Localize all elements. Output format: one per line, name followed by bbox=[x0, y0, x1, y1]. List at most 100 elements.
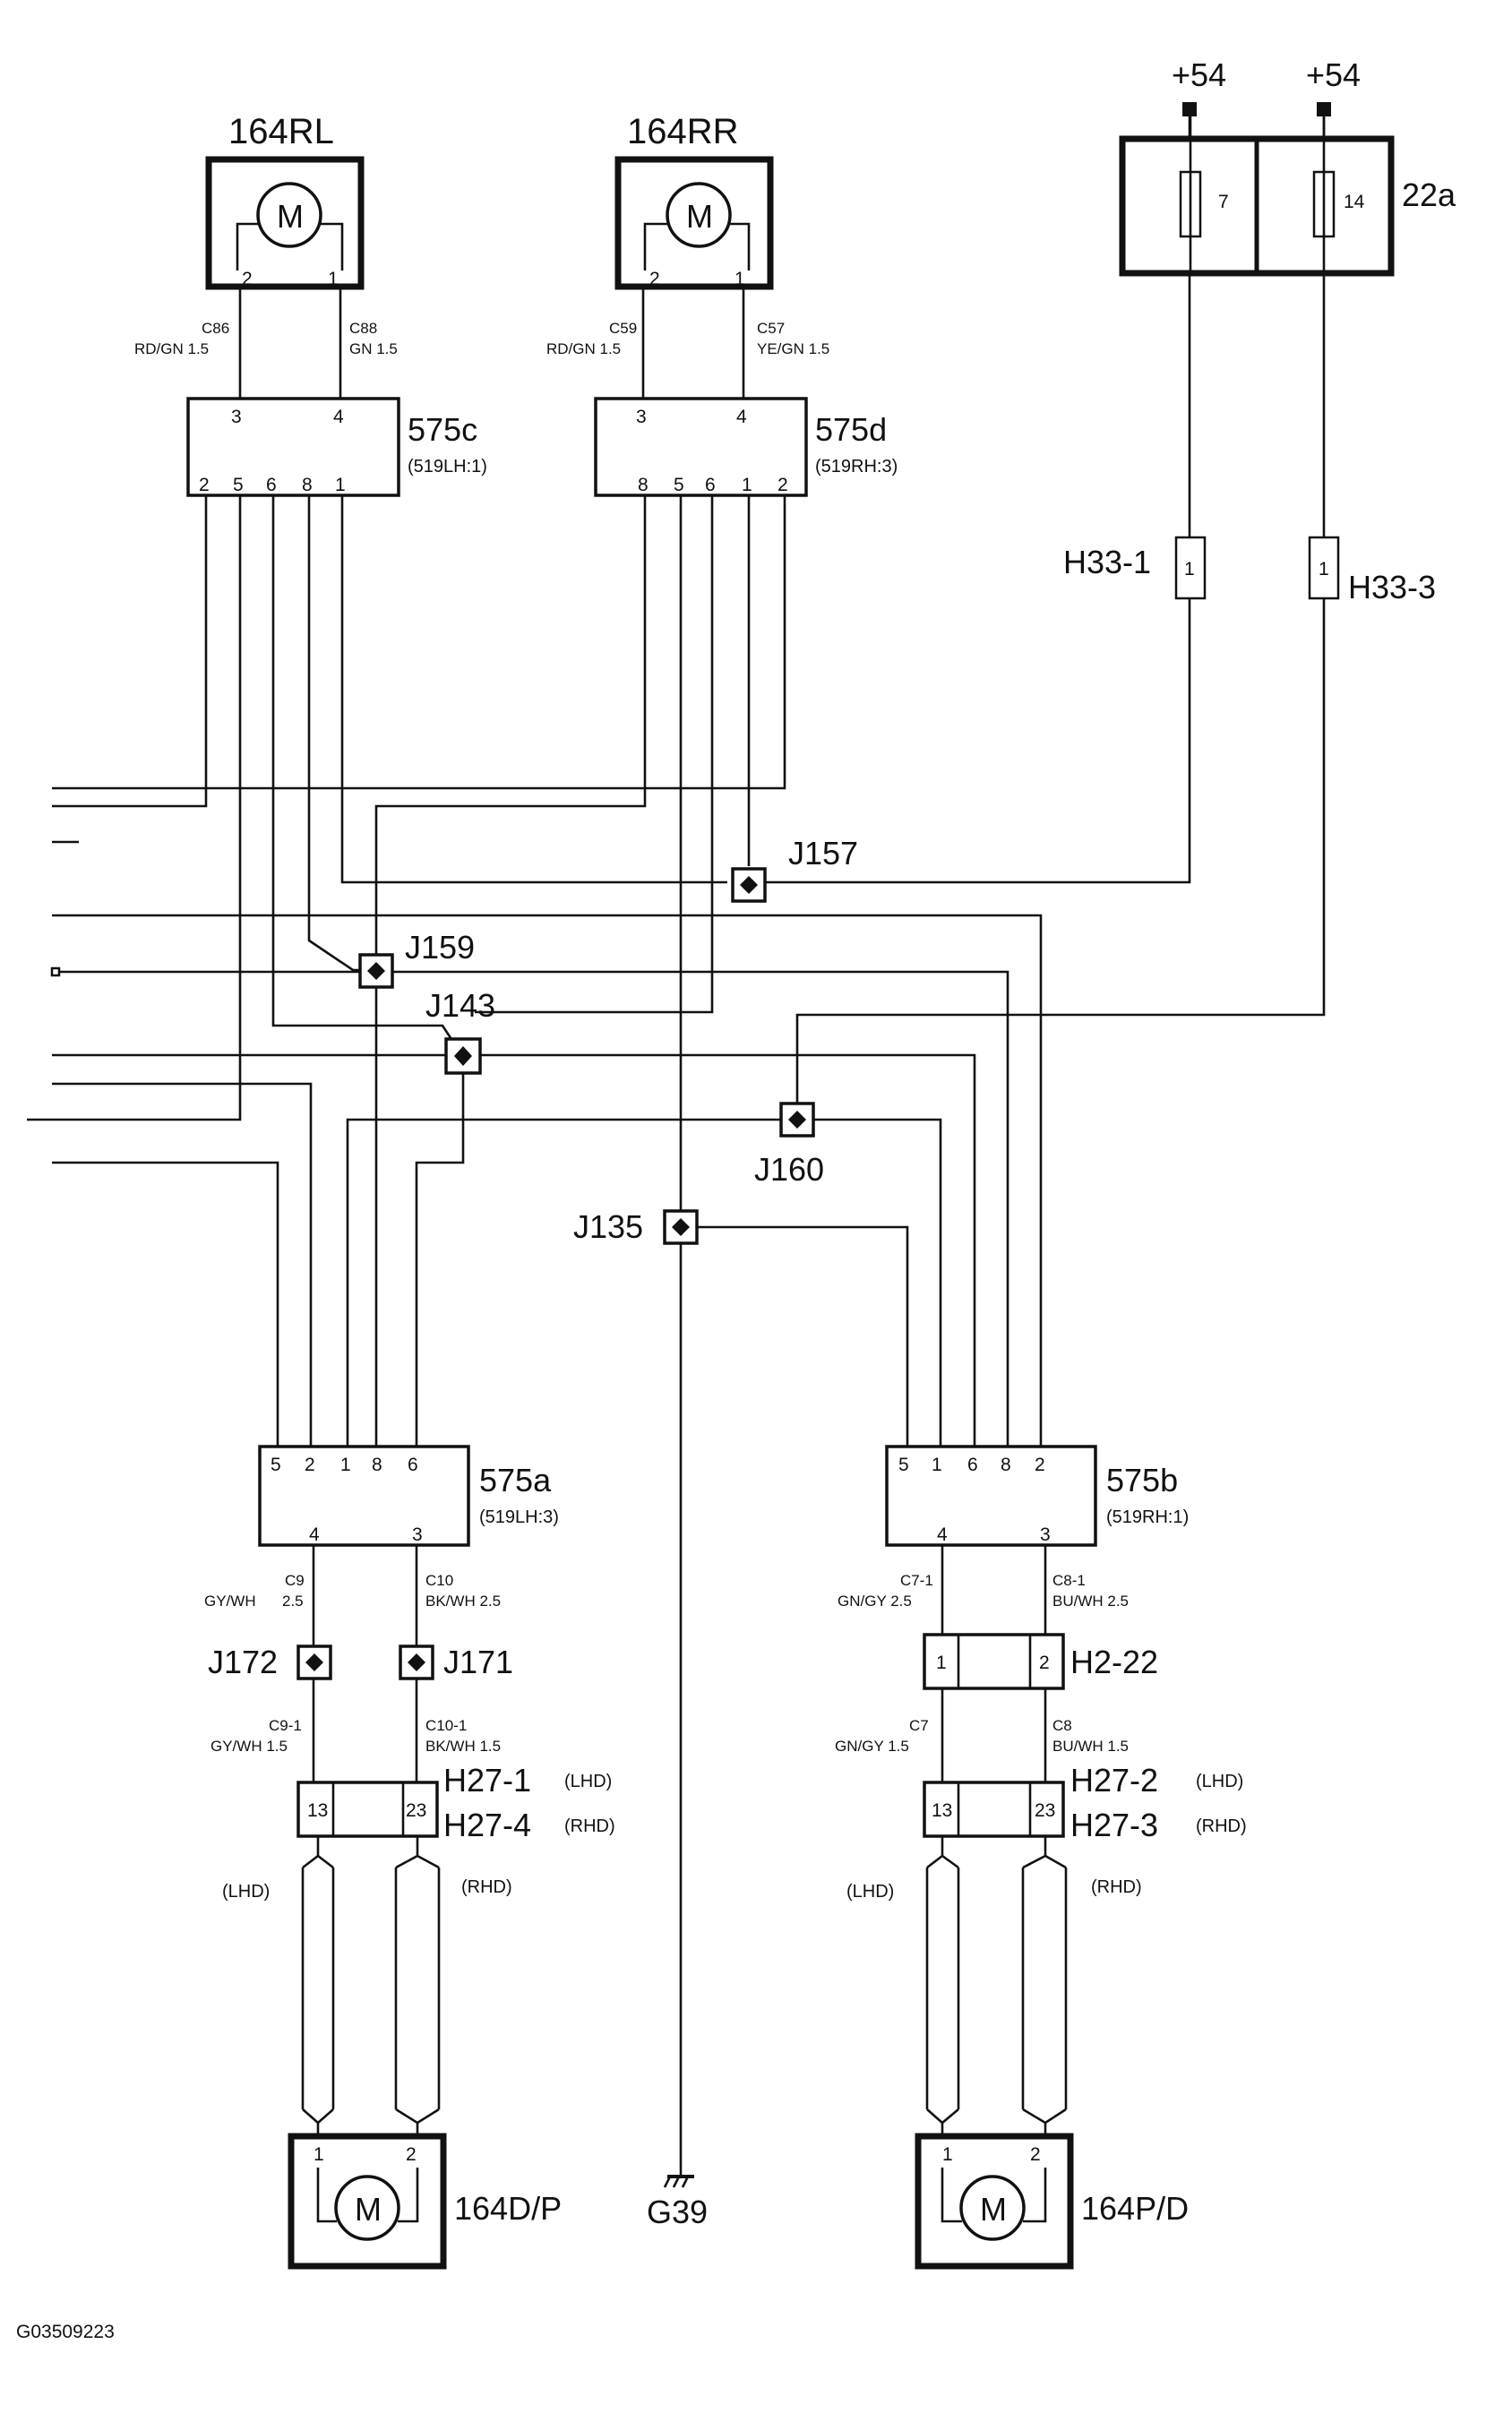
connector-575a: 575a (519LH:3) 5 2 1 8 6 4 3 bbox=[258, 1445, 559, 1547]
drive-label: (RHD) bbox=[564, 1816, 615, 1836]
pin-label: 23 bbox=[1035, 1800, 1055, 1821]
fusebox-22a: +54 +54 7 14 22a bbox=[1119, 56, 1456, 277]
pin-label: 1 bbox=[328, 269, 339, 289]
wire-spec: GN/GY 2.5 bbox=[838, 1593, 912, 1610]
wire-spec: BU/WH 2.5 bbox=[1052, 1593, 1129, 1610]
pin-label: 2 bbox=[777, 475, 788, 495]
drive-label: (RHD) bbox=[461, 1877, 512, 1897]
wire-pd-1 bbox=[926, 2108, 959, 2125]
connector-label: H33-3 bbox=[1348, 569, 1436, 605]
wire-h27-2-23b bbox=[1044, 1854, 1067, 1869]
fuse-label: 14 bbox=[1344, 192, 1365, 212]
connector-label: 575c bbox=[408, 411, 477, 448]
junction-label: J157 bbox=[788, 835, 858, 872]
pin-label: 5 bbox=[898, 1455, 909, 1475]
wire-h27-2-13b bbox=[941, 1854, 959, 1869]
junction-label: J171 bbox=[443, 1644, 513, 1680]
pin-label: 1 bbox=[340, 1455, 351, 1475]
wire-code: C57 bbox=[757, 320, 785, 337]
connector-sublabel: (519LH:1) bbox=[408, 457, 487, 477]
fusebox-label: 22a bbox=[1402, 176, 1456, 213]
connector-label: H33-1 bbox=[1063, 544, 1151, 580]
connector-H2-22: 1 2 H2-22 bbox=[923, 1633, 1158, 1690]
junction-J171: J171 bbox=[399, 1644, 513, 1680]
wire-spec: RD/GN 1.5 bbox=[134, 340, 209, 357]
wire-pd-2 bbox=[1022, 2108, 1067, 2125]
wire-spec: RD/GN 1.5 bbox=[546, 340, 621, 357]
wire-code-labels-top: C86 RD/GN 1.5 C88 GN 1.5 C59 RD/GN 1.5 C… bbox=[134, 320, 829, 357]
motor-164PD: M 1 2 164P/D bbox=[915, 2133, 1189, 2270]
pin-label: 8 bbox=[302, 475, 313, 495]
terminal-square bbox=[1182, 102, 1197, 116]
wire-spec: BU/WH 1.5 bbox=[1052, 1738, 1129, 1755]
pin-label: 6 bbox=[266, 475, 277, 495]
fuse-label: 7 bbox=[1218, 192, 1229, 212]
wire-spec: BK/WH 2.5 bbox=[425, 1593, 501, 1610]
pin-label: 13 bbox=[307, 1800, 328, 1821]
connector-H27-2: 13 23 H27-2 H27-3 (LHD) (RHD) (LHD) (RHD… bbox=[846, 1762, 1247, 1902]
pin-label: 3 bbox=[1040, 1524, 1051, 1545]
pin-label: 6 bbox=[408, 1455, 418, 1475]
pin-label: 23 bbox=[406, 1800, 426, 1821]
pin-label: 3 bbox=[231, 407, 242, 427]
wire-j143-575a-6 bbox=[415, 1072, 465, 1447]
pin-label: 1 bbox=[335, 475, 346, 495]
pin-label: 2 bbox=[305, 1455, 315, 1475]
wire-left-feed-4 bbox=[52, 1053, 976, 1447]
pin-label: 4 bbox=[309, 1524, 320, 1545]
supply-label: +54 bbox=[1172, 56, 1226, 93]
pin-label: 2 bbox=[649, 269, 660, 289]
pin-label: 4 bbox=[736, 407, 747, 427]
wire-dp-1 bbox=[302, 2108, 334, 2125]
pin-label: 1 bbox=[742, 475, 752, 495]
wire-code: C86 bbox=[202, 320, 229, 337]
motor-label: 164D/P bbox=[454, 2190, 562, 2227]
wire-575d-6 bbox=[475, 495, 714, 1014]
pin-label: 5 bbox=[271, 1455, 281, 1475]
terminal-square bbox=[1317, 102, 1331, 116]
wire-spec: GN 1.5 bbox=[349, 340, 398, 357]
motor-symbol: M bbox=[355, 2191, 382, 2228]
motor-symbol: M bbox=[980, 2191, 1007, 2228]
pin-label: 5 bbox=[233, 475, 244, 495]
motor-164RL: 164RL M 2 1 bbox=[205, 112, 365, 290]
junction-J159: J159 bbox=[358, 929, 475, 989]
drive-label: (LHD) bbox=[564, 1772, 612, 1791]
wire-size: 2.5 bbox=[282, 1593, 304, 1610]
label-164RL: 164RL bbox=[228, 112, 334, 151]
wire-575c-2 bbox=[52, 495, 208, 808]
junction-J172: J172 bbox=[208, 1644, 332, 1680]
junction-label: J135 bbox=[573, 1208, 643, 1245]
connector-label: H27-3 bbox=[1070, 1807, 1158, 1843]
wire-spec: GN/GY 1.5 bbox=[835, 1738, 909, 1755]
wire-code: C7-1 bbox=[900, 1572, 933, 1589]
junction-label: J143 bbox=[425, 987, 495, 1024]
junction-label: J159 bbox=[405, 929, 475, 966]
wire-h27-1-23b bbox=[417, 1854, 440, 1869]
wire-code: C59 bbox=[609, 320, 637, 337]
connector-label: H2-22 bbox=[1070, 1644, 1158, 1680]
drive-label: (LHD) bbox=[846, 1882, 894, 1902]
pin-label: 1 bbox=[932, 1455, 942, 1475]
wire-code: C8 bbox=[1052, 1717, 1072, 1734]
wire-j160-575a-1 bbox=[346, 1118, 797, 1447]
drive-label: (LHD) bbox=[1196, 1772, 1243, 1791]
pin-label: 8 bbox=[1001, 1455, 1011, 1475]
motor-164DP: M 1 2 164D/P bbox=[288, 2133, 562, 2270]
wire-h27-1-13 bbox=[302, 1836, 320, 1869]
connector-H33-3: 1 H33-3 bbox=[1308, 536, 1436, 605]
drive-label: (LHD) bbox=[222, 1882, 270, 1902]
pin-label: 4 bbox=[333, 407, 344, 427]
wire-h33-1-to-j157 bbox=[743, 598, 1191, 884]
wire-code: C7 bbox=[909, 1717, 929, 1734]
junction-label: J160 bbox=[754, 1151, 824, 1188]
wire-h27-2-23 bbox=[1022, 1836, 1047, 1869]
wire-spec: YE/GN 1.5 bbox=[757, 340, 829, 357]
wire-code: C9-1 bbox=[269, 1717, 302, 1734]
pin-label: 1 bbox=[314, 2144, 324, 2165]
pin-label: 8 bbox=[638, 475, 649, 495]
pin-label: 5 bbox=[674, 475, 684, 495]
wire-spec: BK/WH 1.5 bbox=[425, 1738, 501, 1755]
pin-label: 3 bbox=[636, 407, 647, 427]
